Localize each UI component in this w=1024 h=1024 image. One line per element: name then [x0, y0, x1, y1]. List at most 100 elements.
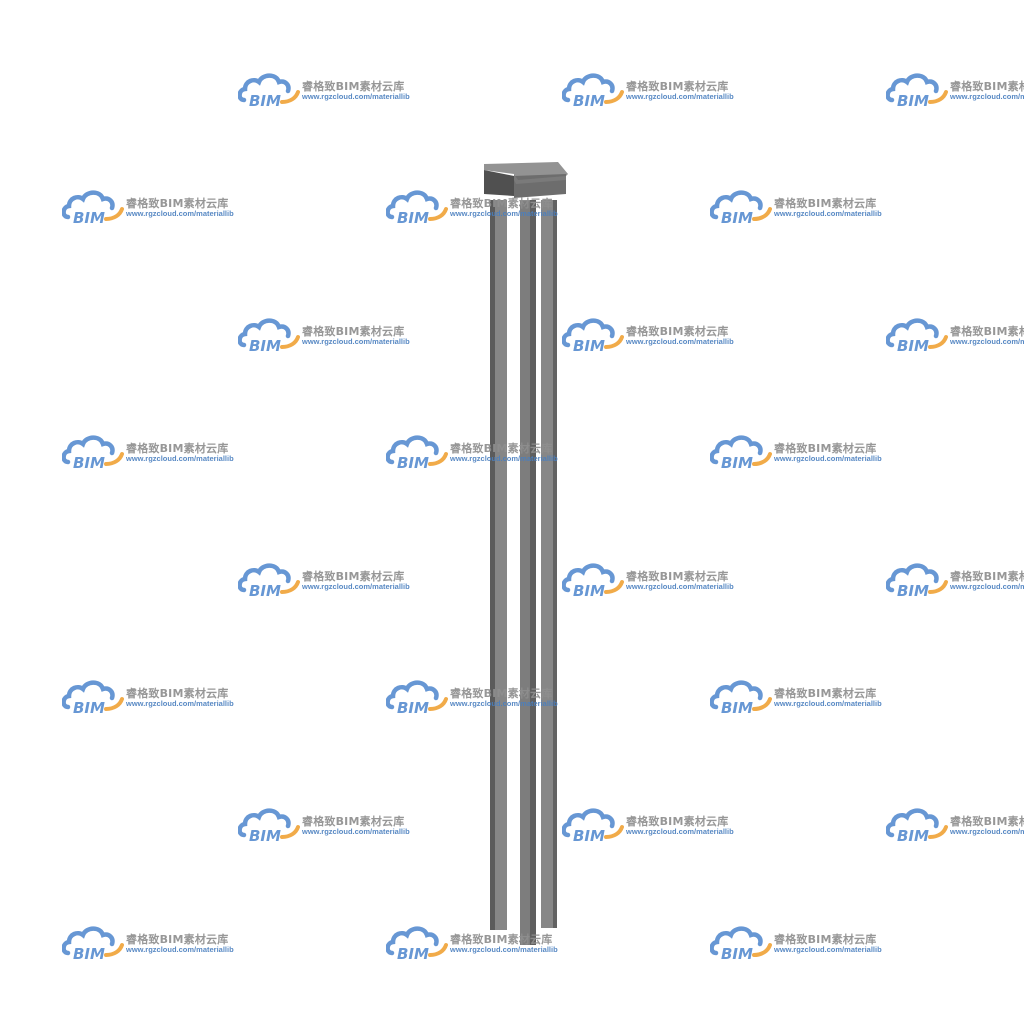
bim-logo-text: BIM	[73, 209, 105, 227]
watermark-url: www.rgzcloud.com/materiallib	[302, 337, 410, 346]
bim-cloud-logo-icon: BIM	[386, 190, 448, 227]
bim-cloud-logo-icon: BIM	[386, 926, 448, 963]
watermark-url: www.rgzcloud.com/materiallib	[450, 454, 558, 463]
bim-logo-text: BIM	[397, 945, 429, 963]
watermark-url: www.rgzcloud.com/materiallib	[950, 92, 1024, 101]
bim-logo-text: BIM	[249, 92, 281, 110]
watermark-url: www.rgzcloud.com/materiallib	[626, 827, 734, 836]
watermark-title: 睿格致BIM素材云库	[626, 570, 729, 583]
watermark-url: www.rgzcloud.com/materiallib	[302, 92, 410, 101]
pile-back-front-face	[520, 200, 530, 945]
watermark-title: 睿格致BIM素材云库	[774, 687, 877, 700]
watermark-url: www.rgzcloud.com/materiallib	[126, 945, 234, 954]
watermark-title: 睿格致BIM素材云库	[126, 687, 229, 700]
watermark-title: 睿格致BIM素材云库	[302, 325, 405, 338]
bim-cloud-logo-icon: BIM	[562, 808, 624, 845]
bim-logo-text: BIM	[897, 827, 929, 845]
watermark-title: 睿格致BIM素材云库	[450, 933, 553, 946]
watermark-title: 睿格致BIM素材云库	[950, 80, 1024, 93]
pile-cap-model	[484, 162, 568, 945]
watermark-url: www.rgzcloud.com/materiallib	[626, 582, 734, 591]
bim-cloud-logo-icon: BIM	[886, 808, 948, 845]
bim-logo-text: BIM	[721, 945, 753, 963]
pile-left-front-face	[495, 200, 507, 930]
watermark-url: www.rgzcloud.com/materiallib	[126, 209, 234, 218]
bim-logo-text: BIM	[573, 337, 605, 355]
bim-cloud-logo-icon: BIM	[238, 808, 300, 845]
watermark-title: 睿格致BIM素材云库	[450, 442, 553, 455]
pile-left	[490, 200, 507, 930]
bim-cloud-logo-icon: BIM	[62, 680, 124, 717]
watermark-tile: BIM 睿格致BIM素材云库www.rgzcloud.com/materialli…	[886, 315, 1024, 355]
bim-cloud-logo-icon: BIM	[562, 318, 624, 355]
watermark-title: 睿格致BIM素材云库	[626, 80, 729, 93]
watermark-url: www.rgzcloud.com/materiallib	[126, 454, 234, 463]
pile-left-side-face	[490, 200, 495, 930]
watermark-title: 睿格致BIM素材云库	[450, 687, 553, 700]
bim-logo-text: BIM	[897, 92, 929, 110]
watermark-tile: BIM睿格致BIM素材云库www.rgzcloud.com/materialli…	[0, 560, 14, 600]
watermark-url: www.rgzcloud.com/materiallib	[950, 337, 1024, 346]
bim-logo-text: BIM	[721, 209, 753, 227]
bim-cloud-logo-icon: BIM	[886, 563, 948, 600]
bim-logo-text: BIM	[249, 582, 281, 600]
bim-logo-text: BIM	[249, 337, 281, 355]
watermark-tile: BIM睿格致BIM素材云库www.rgzcloud.com/materialli…	[886, 805, 1024, 845]
bim-cloud-logo-icon: BIM	[710, 926, 772, 963]
watermark-title: 睿格致BIM素材云库	[774, 933, 877, 946]
bim-cloud-logo-icon: BIM	[238, 73, 300, 110]
bim-logo-text: BIM	[397, 699, 429, 717]
watermark-url: www.rgzcloud.com/materiallib	[450, 699, 558, 708]
bim-logo-text: BIM	[73, 945, 105, 963]
bim-cloud-logo-icon: BIM	[886, 73, 948, 110]
bim-cloud-logo-icon: BIM	[562, 563, 624, 600]
bim-logo-text: BIM	[249, 827, 281, 845]
watermark-title: 睿格致BIM素材云库	[450, 197, 553, 210]
watermark-tile: BIM睿格致BIM素材云库www.rgzcloud.com/materialli…	[0, 805, 14, 845]
bim-cloud-logo-icon: BIM	[710, 680, 772, 717]
watermark-title: 睿格致BIM素材云库	[626, 325, 729, 338]
watermark-url: www.rgzcloud.com/materiallib	[302, 827, 410, 836]
pile-right	[541, 200, 557, 928]
bim-logo-text: BIM	[573, 92, 605, 110]
bim-cloud-logo-icon: BIM	[62, 926, 124, 963]
watermark-url: www.rgzcloud.com/materiallib	[126, 699, 234, 708]
watermark-url: www.rgzcloud.com/materiallib	[450, 945, 558, 954]
watermark-title: 睿格致BIM素材云库	[774, 442, 877, 455]
watermark-url: www.rgzcloud.com/materiallib	[626, 337, 734, 346]
bim-cloud-logo-icon: BIM	[62, 435, 124, 472]
watermark-url: www.rgzcloud.com/materiallib	[302, 582, 410, 591]
bim-cloud-logo-icon: BIM	[386, 680, 448, 717]
bim-logo-text: BIM	[397, 209, 429, 227]
bim-logo-text: BIM	[721, 699, 753, 717]
bim-logo-text: BIM	[897, 337, 929, 355]
watermark-title: 睿格致BIM素材云库	[950, 570, 1024, 583]
watermark-url: www.rgzcloud.com/materiallib	[774, 454, 882, 463]
watermark-title: 睿格致BIM素材云库	[626, 815, 729, 828]
bim-cloud-logo-icon: BIM	[710, 190, 772, 227]
bim-logo-text: BIM	[397, 454, 429, 472]
watermark-url: www.rgzcloud.com/materiallib	[626, 92, 734, 101]
watermark-title: 睿格致BIM素材云库	[950, 325, 1024, 338]
pile-cap-bevel	[514, 174, 566, 184]
bim-cloud-logo-icon: BIM	[710, 435, 772, 472]
watermark-tile: BIM睿格致BIM素材云库www.rgzcloud.com/materialli…	[886, 560, 1024, 600]
pile-right-front-face	[541, 200, 553, 928]
bim-cloud-logo-icon: BIM	[238, 563, 300, 600]
pile-back	[520, 200, 536, 945]
watermark-title: 睿格致BIM素材云库	[126, 197, 229, 210]
bim-logo-text: BIM	[73, 699, 105, 717]
